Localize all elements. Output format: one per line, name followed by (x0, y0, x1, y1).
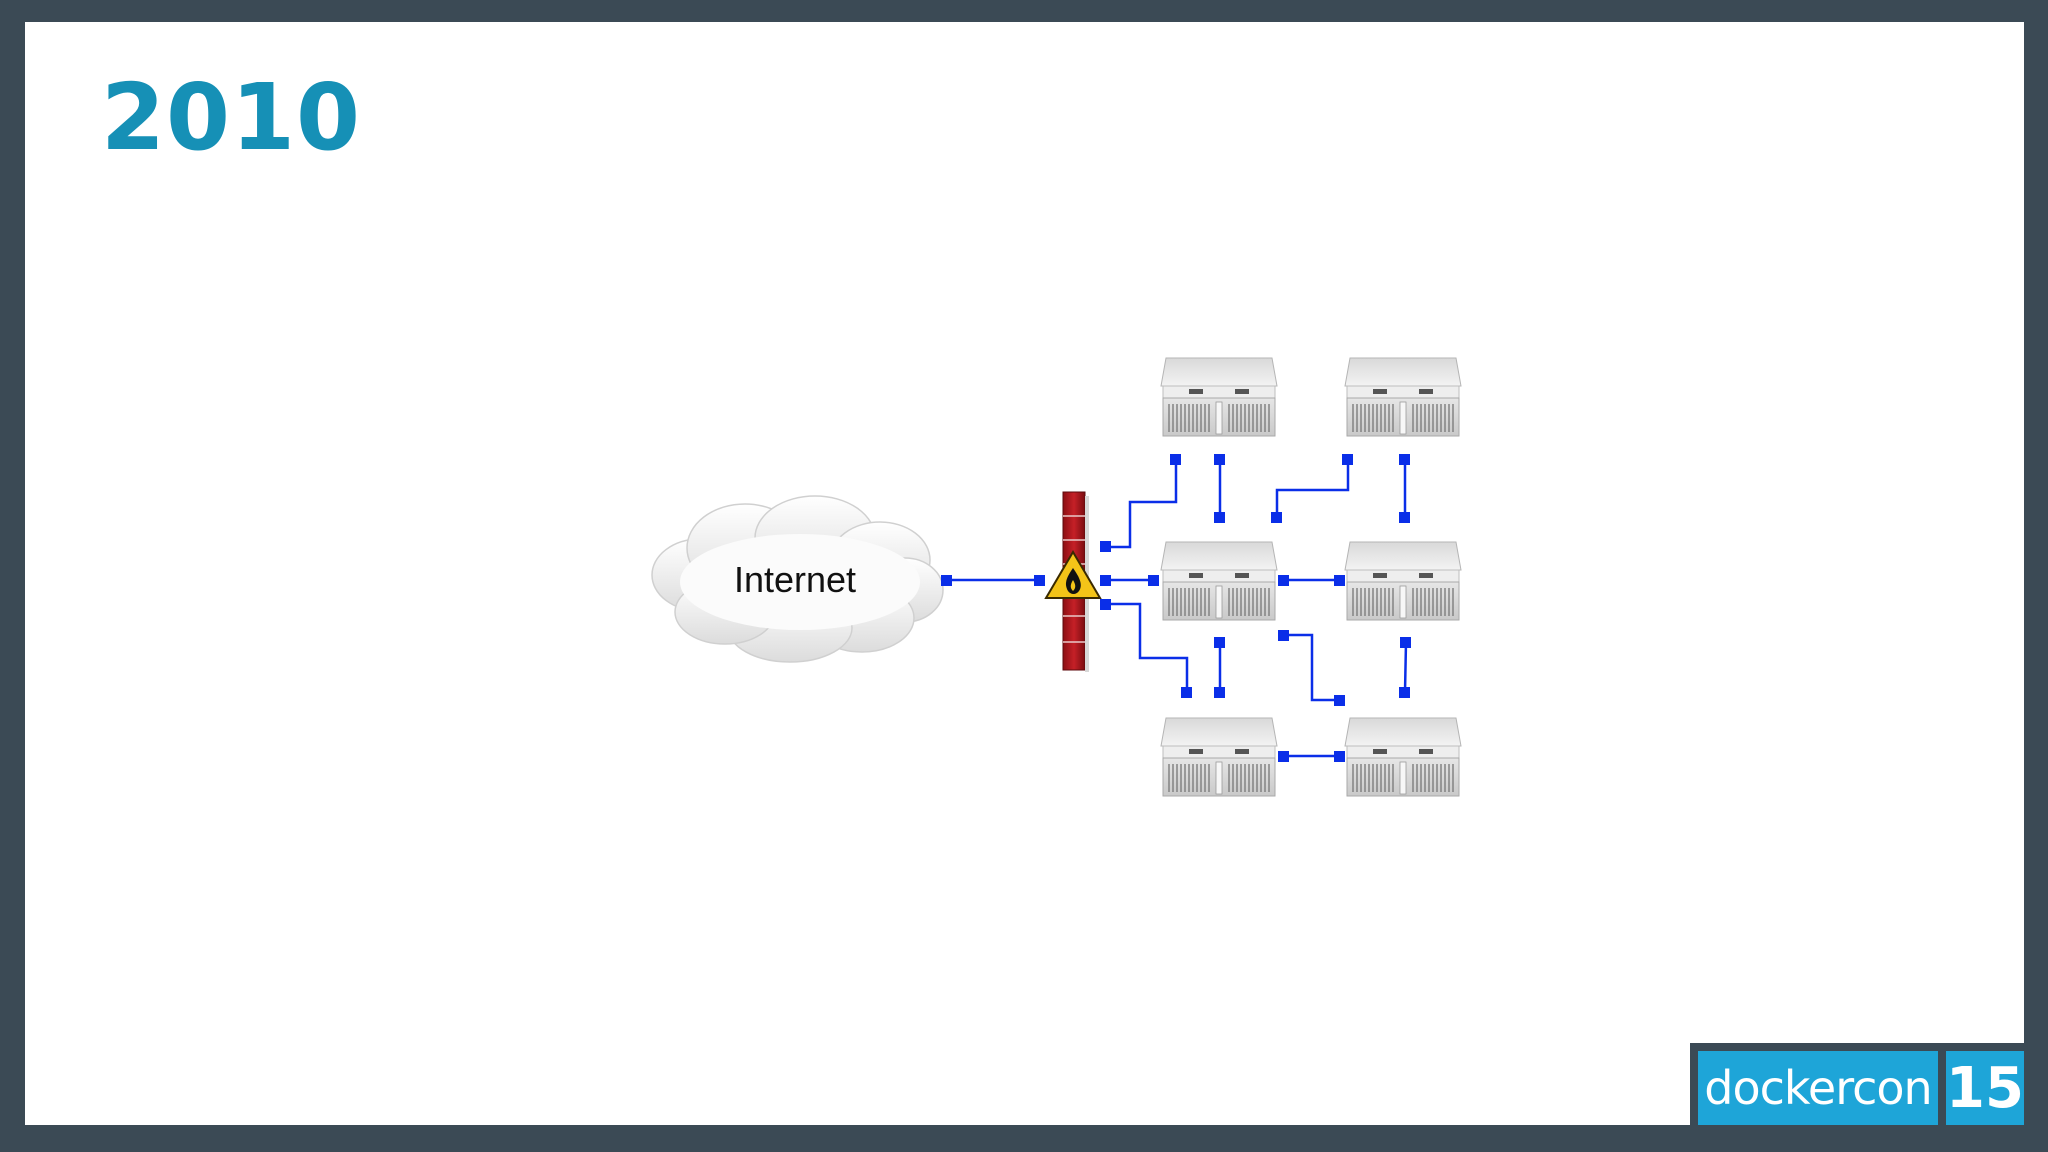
server-icon (1160, 357, 1278, 437)
slide-title: 2010 (101, 64, 362, 171)
server-icon (1344, 717, 1462, 797)
server-icon (1160, 717, 1278, 797)
dockercon-logo: dockercon 15 (1690, 1043, 2024, 1125)
internet-cloud-icon (651, 495, 944, 663)
network-links (946, 460, 1408, 758)
server-icon (1344, 541, 1462, 621)
server-icon (1160, 541, 1278, 621)
link-ports (941, 454, 1411, 762)
logo-edition-number: 15 (1946, 1051, 2024, 1125)
internet-label: Internet (734, 559, 856, 600)
slide: 2010 (25, 22, 2024, 1125)
server-icon (1344, 357, 1462, 437)
firewall-icon (1044, 491, 1102, 672)
logo-brand-text: dockercon (1698, 1051, 1938, 1125)
